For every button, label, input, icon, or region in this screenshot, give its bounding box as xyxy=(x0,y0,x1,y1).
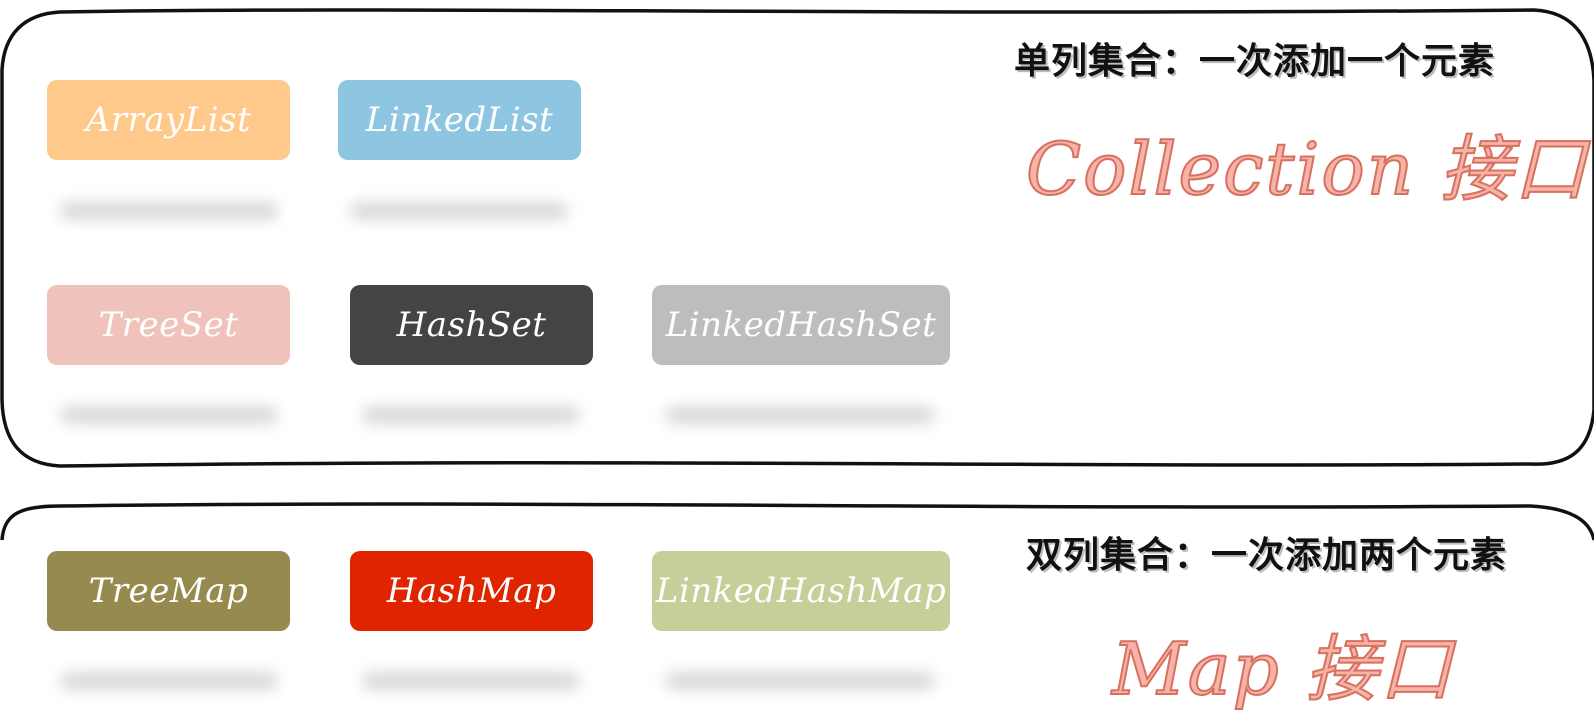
chip-label: ArrayList xyxy=(85,100,252,140)
chip-shadow xyxy=(60,406,278,424)
map-heading: 双列集合：一次添加两个元素 xyxy=(1026,535,1508,576)
chip-hashset: HashSet xyxy=(350,285,593,365)
collection-interface-label: Collection 接口 xyxy=(1025,126,1588,212)
chip-linkedlist: LinkedList xyxy=(338,80,581,160)
chip-shadow xyxy=(665,406,935,424)
chip-label: HashMap xyxy=(386,571,557,611)
chip-label: TreeMap xyxy=(88,571,249,611)
chip-label: TreeSet xyxy=(98,305,239,345)
collection-group-frame xyxy=(0,8,1594,468)
chip-label: LinkedHashSet xyxy=(665,305,937,345)
chip-label: LinkedHashMap xyxy=(655,571,947,611)
chip-shadow xyxy=(60,202,278,220)
chip-linkedhashset: LinkedHashSet xyxy=(652,285,950,365)
chip-label: HashSet xyxy=(396,305,547,345)
chip-hashmap: HashMap xyxy=(350,551,593,631)
chip-treemap: TreeMap xyxy=(47,551,290,631)
chip-shadow xyxy=(350,202,568,220)
collection-heading: 单列集合：一次添加一个元素 xyxy=(1014,41,1496,82)
map-group-frame xyxy=(0,502,1594,541)
chip-linkedhashmap: LinkedHashMap xyxy=(652,551,950,631)
chip-shadow xyxy=(362,672,580,690)
chip-label: LinkedList xyxy=(365,100,554,140)
map-interface-label: Map 接口 xyxy=(1111,626,1454,712)
chip-shadow xyxy=(362,406,580,424)
chip-arraylist: ArrayList xyxy=(47,80,290,160)
chip-shadow xyxy=(60,672,278,690)
chip-treeset: TreeSet xyxy=(47,285,290,365)
chip-shadow xyxy=(665,672,935,690)
